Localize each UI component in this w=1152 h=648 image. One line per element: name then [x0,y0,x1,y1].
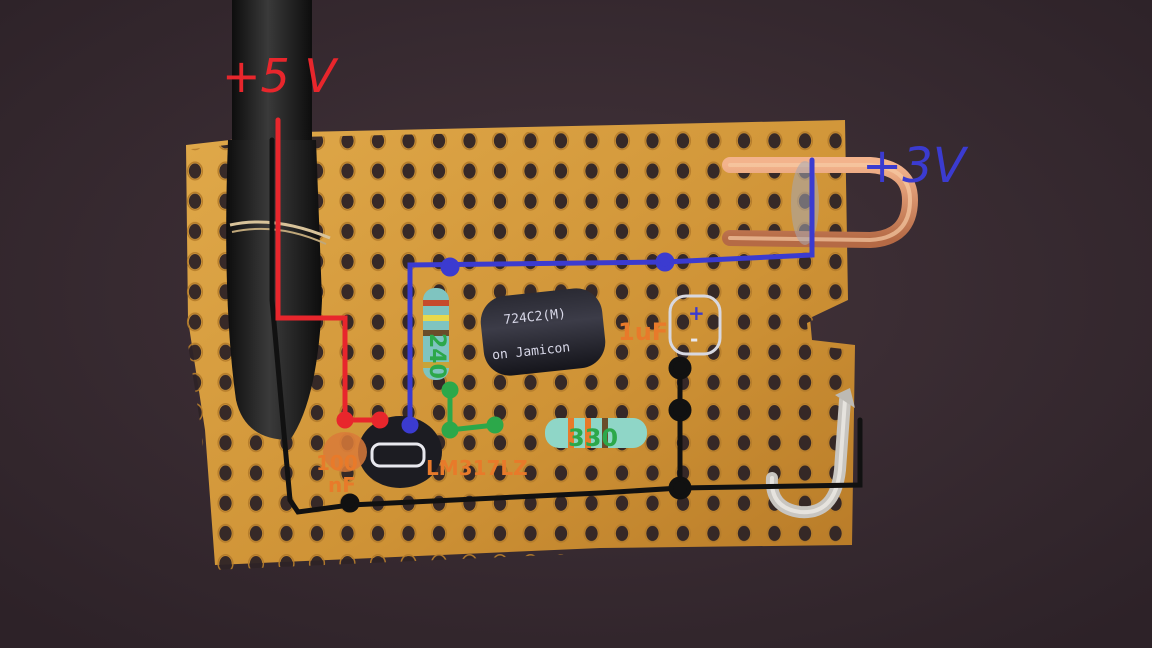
output-voltage-label: +3V [862,138,969,194]
input-cap-label-line2: nF [328,473,356,497]
output-capacitor-symbol: + - [668,294,722,356]
resistor-bottom-label: 330 [568,424,618,452]
resistor-top [423,288,449,380]
output-cap-label: 1uF [618,318,668,346]
cap-marking-1: 724C2(M) [503,307,567,328]
input-cap-label-line1: 100 [316,451,358,475]
input-wire [275,117,389,429]
resistor-top-label: 240 [424,333,449,379]
ground-wires [269,137,863,515]
regulator-lm317 [358,416,442,488]
regulator-label: LM317LZ [426,456,528,480]
output-wire [401,157,815,434]
resistor-bottom [545,418,647,448]
adjust-wire [441,381,504,439]
input-voltage-label: +5 V [222,49,339,103]
minus-sign: - [690,327,698,351]
plus-sign: + [688,301,705,325]
electrolytic-capacitor: 724C2(M) on Jamicon [480,288,606,376]
ceramic-capacitor [323,432,367,472]
